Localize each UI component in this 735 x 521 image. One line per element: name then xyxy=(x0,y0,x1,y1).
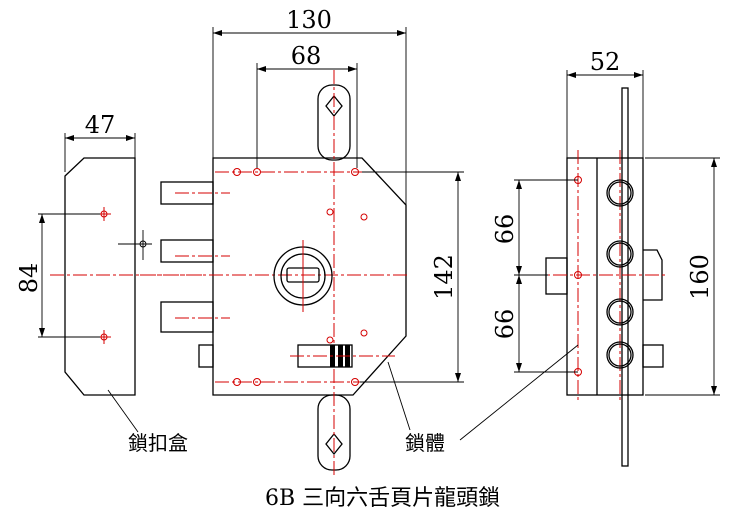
dim-side-width: 52 xyxy=(590,48,621,76)
side-cylinder xyxy=(545,257,568,295)
label-strike-box: 鎖扣盒 xyxy=(128,431,188,455)
dim-side-upper: 66 xyxy=(491,214,519,245)
dim-top-width: 130 xyxy=(286,6,332,34)
latch-lower xyxy=(160,301,214,333)
drawing-title: 6B 三向六舌頁片龍頭鎖 xyxy=(265,486,500,511)
top-bolt xyxy=(317,84,351,161)
strike-box-outline xyxy=(64,157,136,396)
strike-box-view: 47 84 鎖扣盒 xyxy=(15,111,205,455)
lock-body-view: 130 68 142 鎖體 xyxy=(140,6,464,478)
side-view: 52 66 66 160 xyxy=(459,48,720,467)
latch-middle xyxy=(160,239,214,263)
body-holes xyxy=(233,168,368,386)
side-holes xyxy=(574,176,634,376)
dim-body-height: 142 xyxy=(430,254,458,300)
lock-body-outline xyxy=(212,157,407,396)
faceplate xyxy=(621,87,629,467)
dim-side-height: 160 xyxy=(686,254,714,300)
label-lock-body: 鎖體 xyxy=(405,431,445,455)
dim-strike-height: 84 xyxy=(15,263,43,294)
latch-upper xyxy=(160,181,214,205)
dim-strike-width: 47 xyxy=(85,111,116,139)
dim-inner-width: 68 xyxy=(291,42,322,70)
dim-side-lower: 66 xyxy=(491,309,519,340)
